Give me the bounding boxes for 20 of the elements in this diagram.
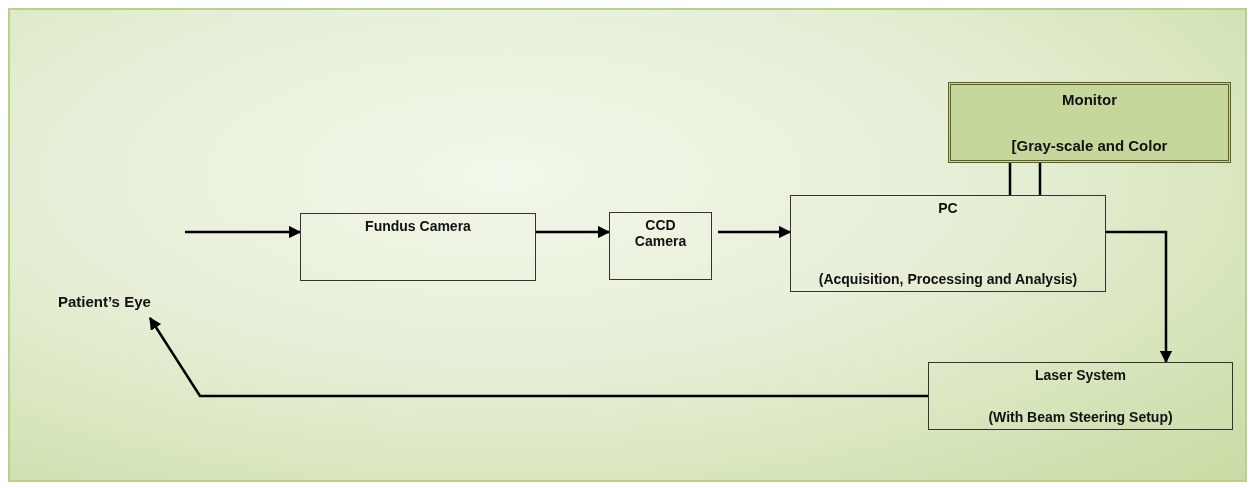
node-title: Laser System xyxy=(1034,367,1127,384)
node-subtitle: [Gray-scale and Color xyxy=(1011,136,1168,154)
arrow xyxy=(718,225,792,239)
node-title: CCD Camera xyxy=(633,217,688,250)
node-title: Monitor xyxy=(1062,91,1117,109)
process-box xyxy=(609,212,712,280)
process-box xyxy=(300,213,536,281)
node-subtitle: (Acquisition, Processing and Analysis) xyxy=(818,270,1078,287)
process-box xyxy=(790,195,1106,292)
node-title: PC xyxy=(938,200,958,217)
arrow xyxy=(536,225,611,239)
node-title: Patient’s Eye xyxy=(58,292,151,310)
arrow xyxy=(185,225,302,239)
monitor-box xyxy=(948,82,1231,163)
arrow xyxy=(148,316,928,398)
process-box xyxy=(928,362,1233,430)
node-title: Fundus Camera xyxy=(365,218,471,235)
connector-line xyxy=(1008,161,1042,197)
node-subtitle: (With Beam Steering Setup) xyxy=(988,408,1173,425)
arrow xyxy=(1106,230,1173,364)
